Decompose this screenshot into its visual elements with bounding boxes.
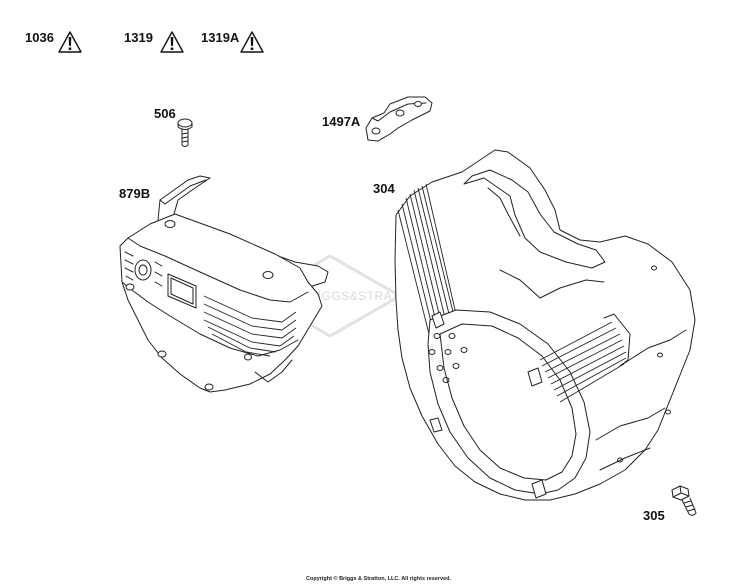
svg-text:!: ! — [249, 34, 255, 54]
part-879b-cover[interactable]: 879B — [119, 175, 329, 393]
callout-879b: 879B — [119, 186, 150, 201]
callout-1319a: 1319A — [201, 30, 240, 45]
callout-1036: 1036 — [25, 30, 54, 45]
part-1497a-bracket[interactable]: 1497A — [322, 96, 433, 142]
svg-text:!: ! — [67, 34, 73, 54]
watermark-text: BRIGGS&STRATTON — [300, 289, 426, 303]
copyright-notice: Copyright © Briggs & Stratton, LLC. All … — [306, 575, 452, 582]
part-304-blower-housing[interactable]: 304 — [373, 149, 696, 501]
warning-triangle-icon: ! — [160, 31, 184, 54]
warning-1036[interactable]: 1036 ! — [25, 30, 82, 54]
warning-1319a[interactable]: 1319A ! — [201, 30, 264, 54]
callout-1319: 1319 — [124, 30, 153, 45]
svg-text:!: ! — [169, 34, 175, 54]
warning-triangle-icon: ! — [58, 31, 82, 54]
callout-506: 506 — [154, 106, 176, 121]
callout-1497a: 1497A — [322, 114, 361, 129]
warning-triangle-icon: ! — [240, 31, 264, 54]
part-305-screw[interactable]: 305 — [643, 485, 697, 523]
callout-304: 304 — [373, 181, 395, 196]
callout-305: 305 — [643, 508, 665, 523]
warning-1319[interactable]: 1319 ! — [124, 30, 184, 54]
part-506-screw[interactable]: 506 — [154, 106, 193, 147]
